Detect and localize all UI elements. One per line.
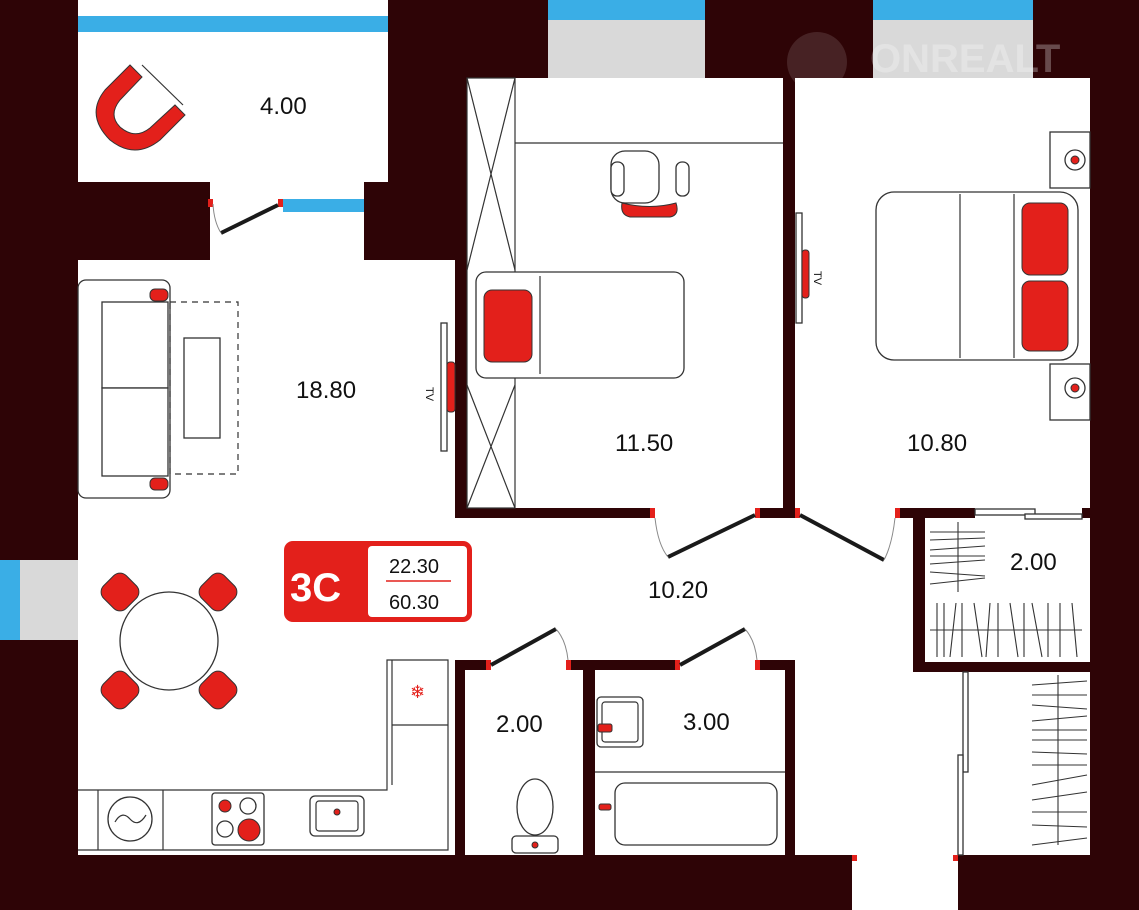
- window-bedroom-2: [873, 0, 1033, 20]
- sofa-icon: [77, 279, 239, 499]
- apartment-badge: 3С 22.30 60.30: [284, 541, 472, 622]
- area-balcony: 4.00: [260, 93, 307, 120]
- total-area: 60.30: [389, 592, 439, 614]
- area-hall: 10.20: [648, 577, 708, 604]
- single-bed-icon: [475, 271, 685, 379]
- living-area: 22.30: [389, 556, 439, 578]
- svg-text:ONREALT: ONREALT: [870, 37, 1060, 81]
- area-living-room: 18.80: [296, 377, 356, 404]
- bathroom-sink-icon: [596, 696, 644, 748]
- watermark-logo: ONREALT недвижимость: [787, 32, 1068, 100]
- closet-hangers: [929, 522, 1088, 846]
- armchair-icon: [95, 64, 186, 151]
- window-bedroom-1: [548, 0, 705, 20]
- area-bedroom-2: 10.80: [907, 430, 967, 457]
- sink-icon: [309, 795, 365, 837]
- balcony-glazing: [78, 16, 388, 32]
- kitchen-counter: ❄: [78, 659, 449, 851]
- svg-text:недвижимость: недвижимость: [874, 83, 1068, 100]
- desk: [515, 142, 783, 218]
- tv-label: TV: [811, 271, 823, 286]
- area-bedroom-1: 11.50: [615, 430, 673, 457]
- tv-icon: [440, 322, 456, 452]
- bathtub-icon: [595, 771, 785, 846]
- toilet-icon: [511, 778, 559, 854]
- double-bed-icon: [875, 131, 1091, 421]
- tv-icon: [795, 212, 810, 324]
- apartment-type: 3С: [290, 566, 341, 610]
- dining-table-icon: [100, 572, 238, 710]
- fridge-icon: ❄: [410, 682, 425, 702]
- window-left: [0, 560, 20, 640]
- doors: [208, 199, 958, 861]
- area-toilet: 2.00: [496, 711, 543, 738]
- area-closet: 2.00: [1010, 549, 1057, 576]
- area-bathroom: 3.00: [683, 709, 730, 736]
- tv-label: TV: [423, 387, 435, 402]
